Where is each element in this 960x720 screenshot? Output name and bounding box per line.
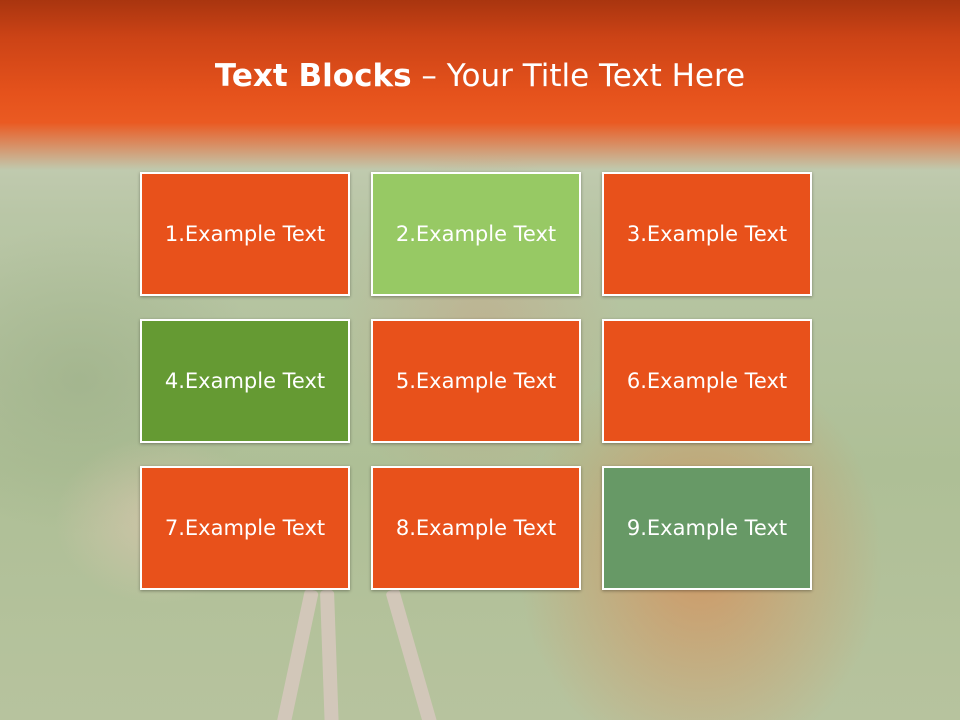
title-rest: Your Title Text Here: [446, 58, 746, 94]
tripod-leg: [273, 588, 319, 720]
text-block-8[interactable]: 8.Example Text: [371, 466, 581, 590]
text-block-label: 3.Example Text: [626, 222, 788, 246]
text-block-label: 1.Example Text: [164, 222, 326, 246]
slide-title[interactable]: Text Blocks – Your Title Text Here: [0, 56, 960, 96]
text-block-1[interactable]: 1.Example Text: [140, 172, 350, 296]
text-block-label: 9.Example Text: [626, 516, 788, 540]
title-banner: [0, 0, 960, 170]
text-block-9[interactable]: 9.Example Text: [602, 466, 812, 590]
text-block-label: 2.Example Text: [395, 222, 557, 246]
text-block-4[interactable]: 4.Example Text: [140, 319, 350, 443]
text-block-7[interactable]: 7.Example Text: [140, 466, 350, 590]
tripod-leg: [385, 588, 441, 720]
text-block-label: 6.Example Text: [626, 369, 788, 393]
title-bold-part: Text Blocks: [214, 58, 412, 94]
text-block-5[interactable]: 5.Example Text: [371, 319, 581, 443]
title-dash: –: [411, 58, 447, 94]
tripod-leg: [320, 589, 340, 720]
text-block-label: 4.Example Text: [164, 369, 326, 393]
text-block-2[interactable]: 2.Example Text: [371, 172, 581, 296]
text-block-label: 8.Example Text: [395, 516, 557, 540]
text-block-label: 7.Example Text: [164, 516, 326, 540]
text-block-label: 5.Example Text: [395, 369, 557, 393]
text-block-3[interactable]: 3.Example Text: [602, 172, 812, 296]
text-block-6[interactable]: 6.Example Text: [602, 319, 812, 443]
